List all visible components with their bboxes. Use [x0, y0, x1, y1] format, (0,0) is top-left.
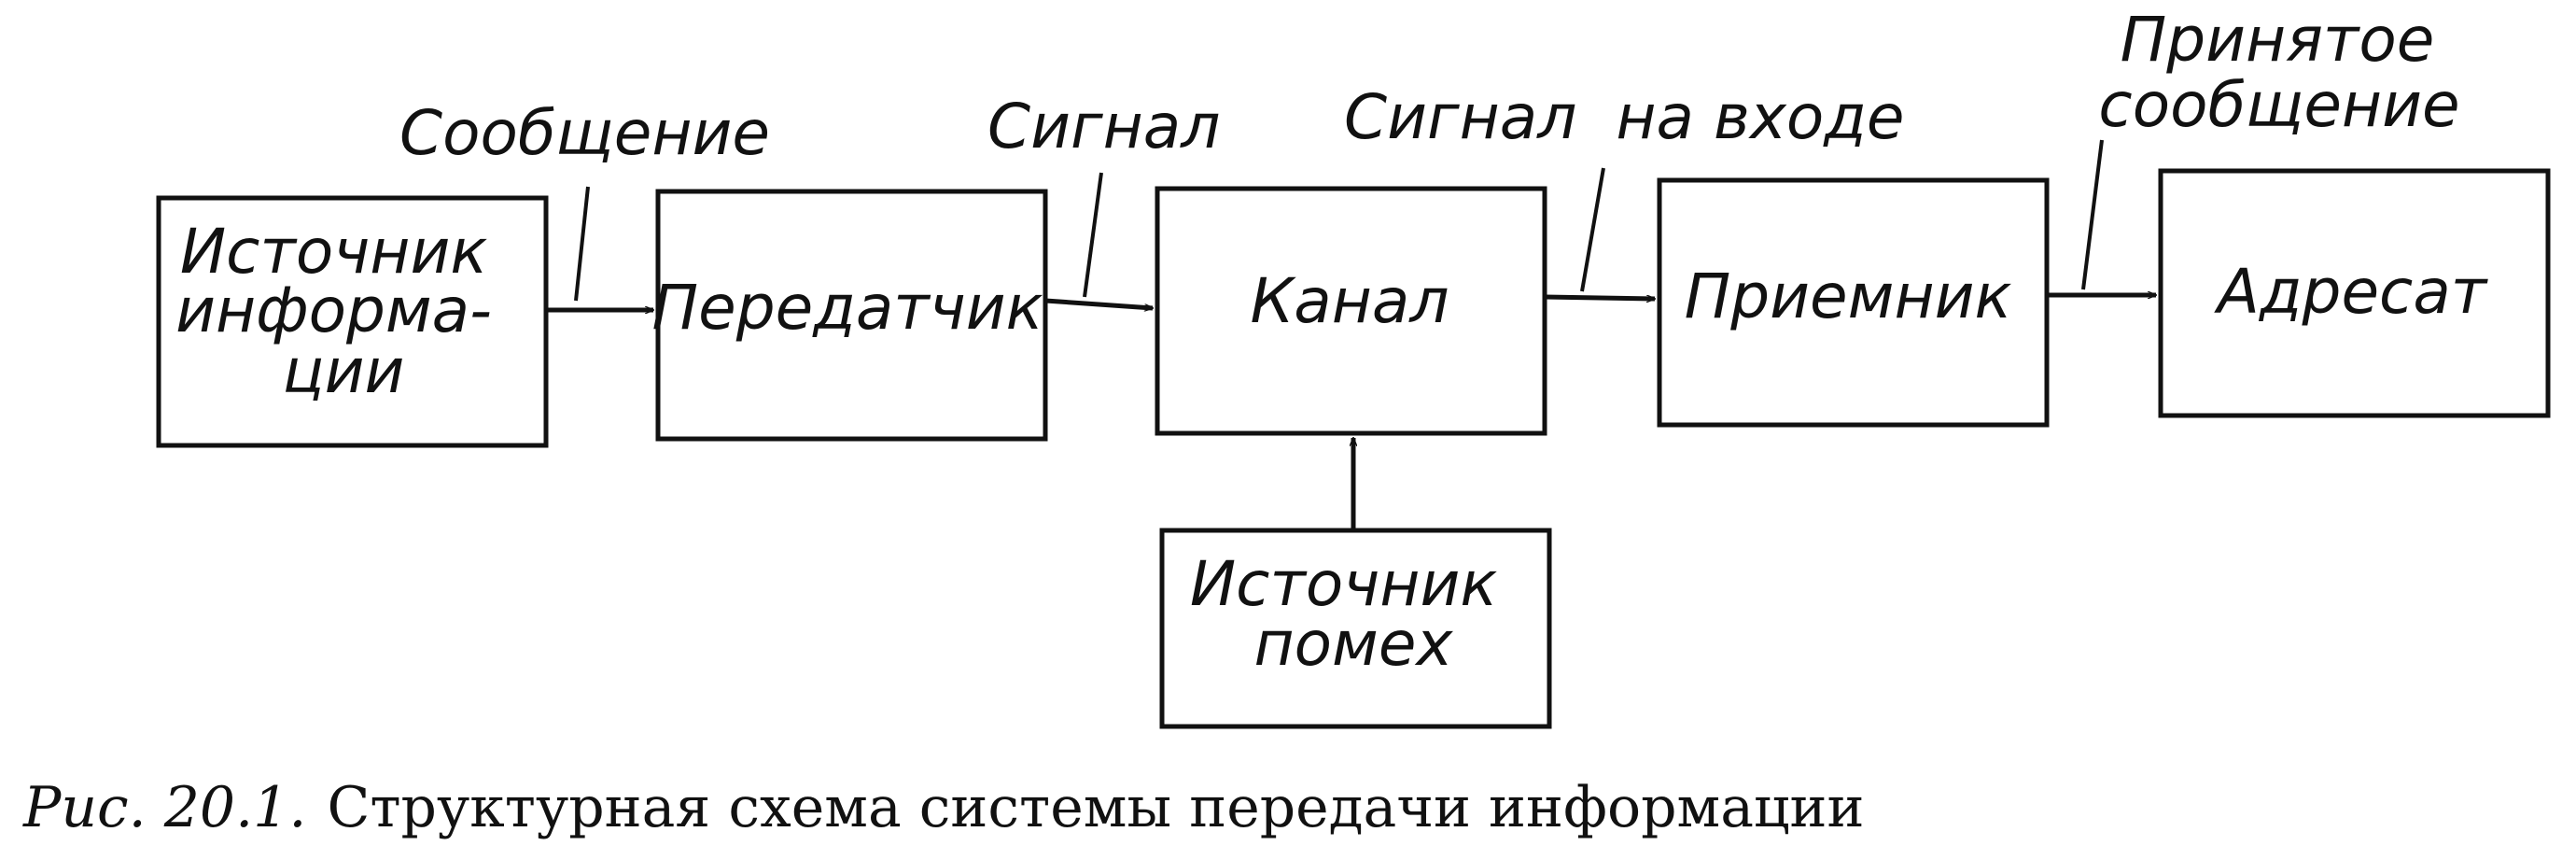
block-receiver: Приемник: [1657, 177, 2050, 428]
block-information-source: Источник информа- ции: [156, 195, 549, 448]
block-receiver-label: Приемник: [1685, 261, 2012, 332]
block-destination-label: Адресат: [2214, 256, 2489, 328]
block-information-source-label: Источник информа- ции: [175, 216, 511, 407]
figure-caption: Рис. 20.1. Структурная схема системы пере…: [22, 775, 1865, 840]
label-received-signal: Сигнал на входе: [1344, 81, 1905, 153]
leader-signal: [1083, 172, 1103, 298]
caption-text: Структурная схема системы передачи инфор…: [327, 775, 1864, 840]
block-channel: Канал: [1155, 186, 1547, 436]
leader-received-message: [2081, 139, 2104, 290]
label-message: Сообщение: [399, 97, 770, 169]
label-received-message-line1: Принятое: [2121, 4, 2435, 76]
label-received-message-line2: сообщение: [2098, 69, 2459, 141]
leader-received-signal: [1580, 167, 1605, 292]
block-transmitter: Передатчик: [651, 189, 1048, 442]
block-noise-source-label: Источник помех: [1190, 548, 1517, 680]
leader-message: [574, 186, 590, 302]
block-destination: Адресат: [2158, 168, 2551, 418]
arrow-transmitter-to-channel: [1044, 298, 1153, 308]
label-signal: Сигнал: [987, 91, 1220, 162]
caption-figure-number: Рис. 20.1.: [22, 775, 306, 840]
block-noise-source: Источник помех: [1159, 528, 1552, 729]
block-channel-label: Канал: [1250, 265, 1449, 337]
arrow-channel-to-receiver: [1544, 294, 1655, 299]
block-transmitter-label: Передатчик: [651, 272, 1043, 344]
